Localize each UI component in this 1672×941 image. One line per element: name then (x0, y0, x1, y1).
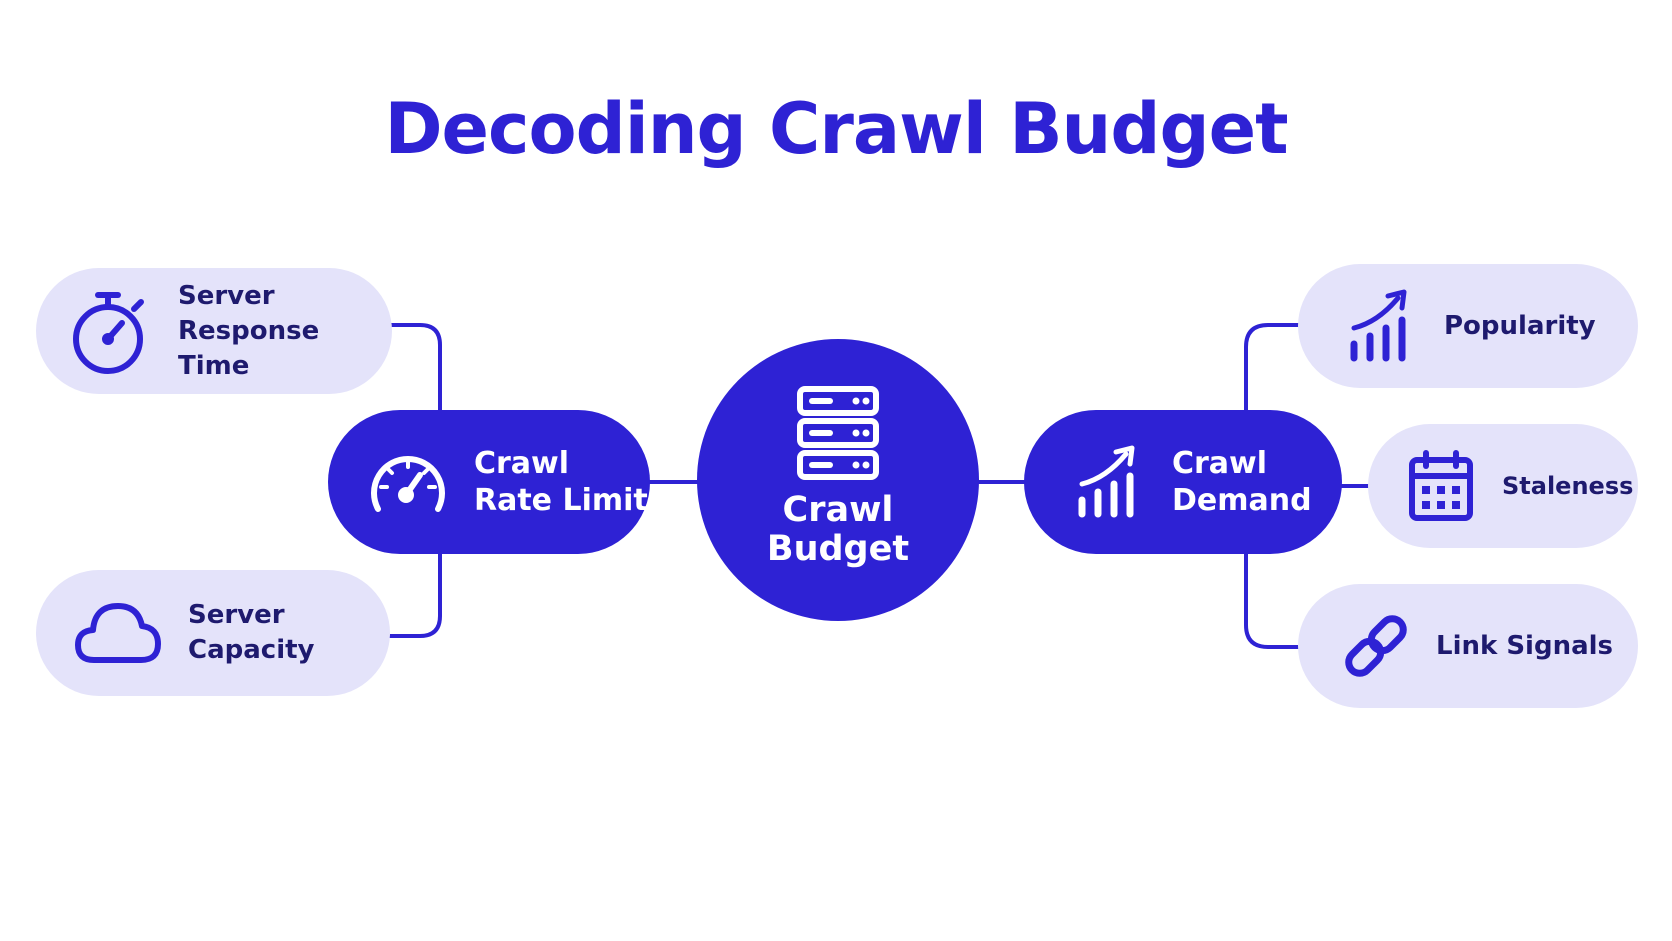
factor-label-line2: Capacity (188, 635, 315, 665)
connector-response-time (388, 323, 442, 412)
page-title: Decoding Crawl Budget (384, 88, 1288, 170)
hub-label-line2: Rate Limit (474, 483, 648, 518)
hub-crawl-demand: Crawl Demand (1024, 410, 1342, 554)
factor-staleness: Staleness (1368, 424, 1638, 548)
factor-popularity: Popularity (1298, 264, 1638, 388)
factor-label: Staleness (1502, 471, 1634, 500)
factor-server-response-time: Server Response Time (36, 268, 392, 394)
connector-popularity (1244, 323, 1302, 412)
connector-link-signals (1244, 551, 1302, 649)
hub-label-line2: Demand (1172, 483, 1312, 518)
cloud-icon (74, 598, 162, 668)
growth-chart-icon (1348, 288, 1410, 364)
speedometer-icon (368, 447, 448, 517)
growth-chart-icon (1076, 444, 1138, 520)
factor-server-capacity: Server Capacity (36, 570, 390, 696)
center-label-line1: Crawl (782, 490, 894, 530)
connector-capacity (388, 551, 442, 638)
server-icon (796, 385, 880, 481)
link-icon (1340, 610, 1412, 682)
factor-label-line2: Response Time (178, 315, 320, 381)
factor-label: Popularity (1444, 310, 1596, 341)
stopwatch-icon (72, 285, 152, 377)
hub-label-line1: Crawl (474, 446, 570, 481)
factor-label-line1: Server (178, 280, 275, 311)
center-label-line2: Budget (766, 529, 910, 569)
hub-crawl-rate-limit: Crawl Rate Limit (328, 410, 650, 554)
hub-label-line1: Crawl (1172, 446, 1268, 481)
factor-link-signals: Link Signals (1298, 584, 1638, 708)
center-crawl-budget: Crawl Budget (697, 339, 979, 621)
factor-label-line1: Server (188, 600, 285, 630)
factor-label: Link Signals (1436, 630, 1614, 661)
calendar-icon (1408, 450, 1474, 522)
